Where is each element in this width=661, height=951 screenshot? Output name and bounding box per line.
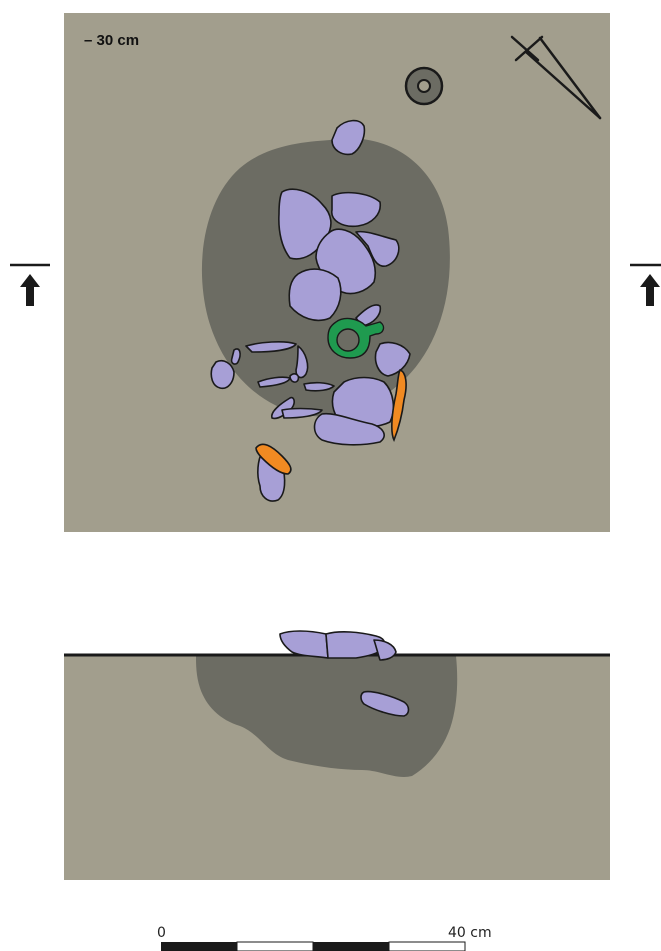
stone [303, 381, 335, 392]
plan-view: – 30 cm [64, 13, 610, 532]
section-arrow-icon [630, 263, 661, 306]
stone [360, 690, 410, 717]
orange-objects-plan [255, 369, 407, 475]
section-arrow-icon [10, 263, 50, 306]
scale-start-label: 0 [157, 925, 166, 941]
orange-object [255, 443, 292, 475]
stone [355, 304, 382, 327]
green-ring-object [327, 317, 385, 359]
stone [281, 407, 323, 419]
section-arrow-right [630, 263, 661, 306]
circular-find-marker-icon [404, 66, 444, 106]
scale-segment [313, 942, 389, 951]
scale-segment [236, 941, 314, 951]
scale-segment [388, 941, 466, 951]
stone [270, 396, 295, 420]
stone [355, 230, 400, 267]
stone [331, 376, 395, 428]
stones-section [279, 630, 410, 717]
stone [331, 119, 366, 156]
stone [331, 191, 382, 228]
north-arrow-icon [510, 35, 602, 120]
section-arrow-left [10, 263, 50, 306]
stone [313, 412, 385, 446]
stone [288, 268, 342, 322]
stone [279, 630, 329, 659]
scale-end-label: 40 cm [448, 925, 492, 941]
section-view [64, 630, 610, 880]
scale-bar: 0 40 cm [157, 925, 492, 951]
stone [295, 345, 309, 379]
stone [289, 373, 300, 383]
depth-label: – 30 cm [84, 32, 139, 49]
stone [230, 348, 241, 365]
stone [245, 341, 297, 353]
stone [210, 359, 235, 390]
stone [278, 188, 332, 260]
pit-feature-section [196, 656, 458, 777]
scale-segment [161, 942, 237, 951]
orange-object [391, 369, 407, 442]
stone [373, 639, 397, 661]
